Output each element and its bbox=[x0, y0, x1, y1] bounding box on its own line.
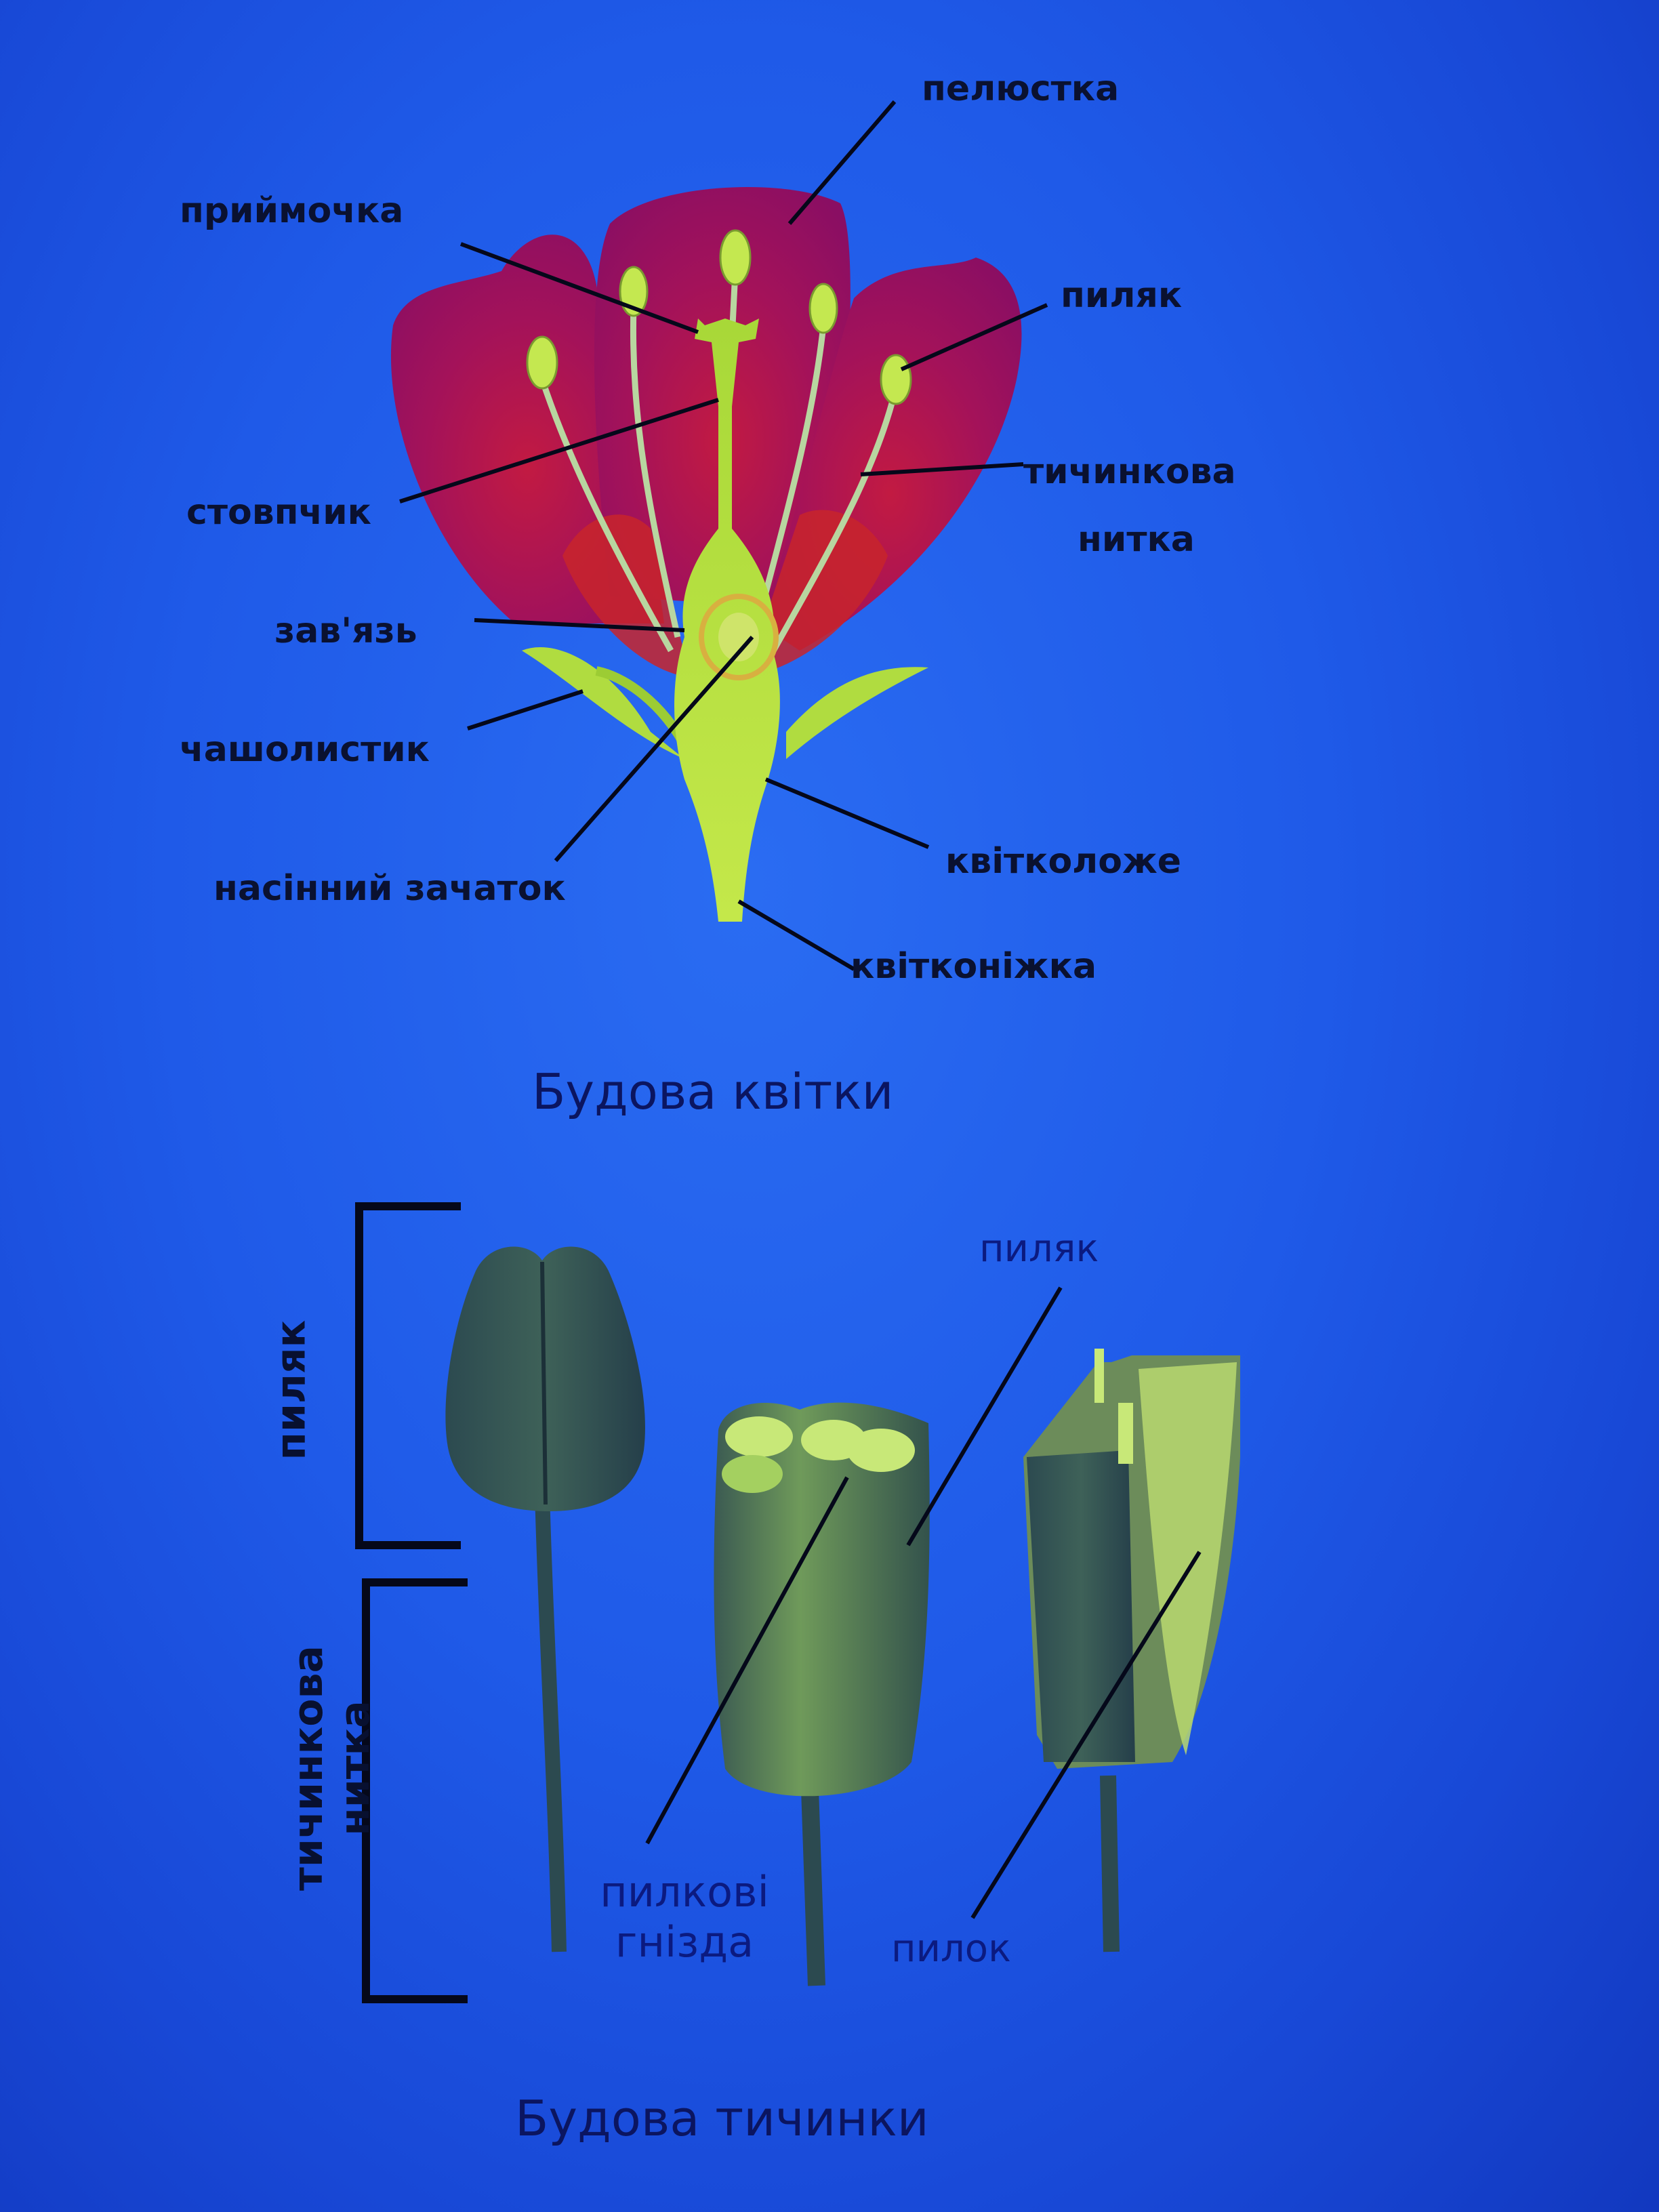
label-filament-vertical: тичинкова нитка bbox=[285, 1626, 379, 1910]
label-stigma: приймочка bbox=[180, 190, 404, 231]
flower-pointer-lines bbox=[399, 100, 1048, 971]
stamen-section-pollen bbox=[1023, 1349, 1240, 1952]
label-filament-line2: нитка bbox=[1078, 519, 1195, 560]
label-sepal: чашолистик bbox=[180, 729, 430, 770]
label-petal: пелюстка bbox=[922, 68, 1120, 109]
label-stamen-anther: пиляк bbox=[979, 1227, 1099, 1271]
label-filament-line1: тичинкова bbox=[1023, 451, 1236, 492]
label-pedicel: квітконіжка bbox=[851, 946, 1097, 987]
anthers bbox=[526, 229, 912, 405]
stamen-section-sacs bbox=[714, 1402, 930, 1986]
label-pollen: пилок bbox=[891, 1927, 1011, 1971]
sepal-right bbox=[786, 667, 928, 759]
label-filament-vertical-line2: нитка bbox=[331, 1700, 379, 1836]
label-ovule: насінний зачаток bbox=[213, 868, 566, 909]
label-style: стовпчик bbox=[186, 492, 371, 533]
label-anther: пиляк bbox=[1061, 275, 1183, 316]
flower-title: Будова квітки bbox=[532, 1063, 894, 1120]
stamen-title: Будова тичинки bbox=[515, 2090, 929, 2147]
label-pollen-sacs: пилкові гнізда bbox=[590, 1867, 779, 1968]
label-ovary: зав'язь bbox=[274, 611, 417, 651]
label-pollen-sacs-line2: гнізда bbox=[615, 1917, 754, 1967]
sepal-left bbox=[522, 647, 684, 759]
bracket-filament bbox=[362, 1578, 468, 2003]
label-anther-vertical: пиляк bbox=[267, 1319, 315, 1460]
label-receptacle: квітколоже bbox=[945, 841, 1182, 882]
stamen-pointer-lines bbox=[645, 1286, 1202, 1919]
label-pollen-sacs-line1: пилкові bbox=[600, 1867, 769, 1917]
bracket-anther bbox=[355, 1202, 461, 1549]
stamen-whole bbox=[445, 1246, 645, 1952]
label-filament-vertical-line1: тичинкова bbox=[285, 1645, 332, 1891]
